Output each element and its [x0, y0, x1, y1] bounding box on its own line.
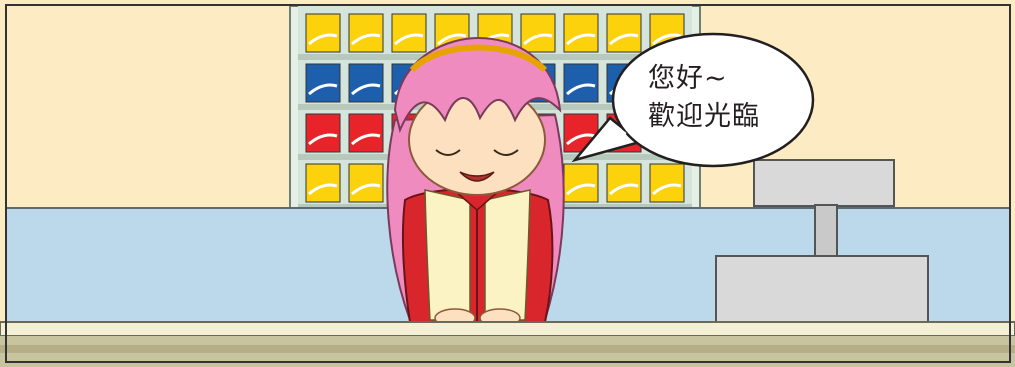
drink-carton — [305, 13, 341, 53]
cash-register — [715, 159, 929, 325]
drink-carton — [606, 13, 642, 53]
drink-carton — [305, 113, 341, 153]
drink-carton — [649, 163, 685, 203]
carton-stripe — [523, 33, 553, 46]
speech-bubble — [571, 32, 815, 168]
carton-stripe — [609, 33, 639, 46]
drink-carton — [391, 13, 427, 53]
carton-stripe — [351, 33, 381, 46]
drink-carton — [305, 163, 341, 203]
drink-carton — [305, 63, 341, 103]
clerk-character — [386, 36, 565, 328]
drink-carton — [520, 13, 556, 53]
carton-stripe — [308, 133, 338, 146]
carton-stripe — [308, 33, 338, 46]
carton-stripe — [351, 183, 381, 196]
speech-bubble-text: 您好~ 歡迎光臨 — [648, 60, 798, 136]
drink-carton — [606, 163, 642, 203]
greeting-line-2: 歡迎光臨 — [648, 101, 760, 132]
drink-carton — [563, 63, 599, 103]
carton-stripe — [652, 33, 682, 46]
greeting-line-1: 您好~ — [648, 63, 728, 94]
panel-border — [5, 4, 1011, 363]
drink-carton — [348, 113, 384, 153]
drink-carton — [348, 13, 384, 53]
carton-stripe — [652, 183, 682, 196]
carton-stripe — [308, 83, 338, 96]
carton-stripe — [394, 33, 424, 46]
drink-carton — [563, 163, 599, 203]
carton-stripe — [437, 33, 467, 46]
carton-stripe — [609, 183, 639, 196]
carton-stripe — [351, 83, 381, 96]
drink-carton — [348, 163, 384, 203]
drink-carton — [563, 13, 599, 53]
carton-stripe — [351, 133, 381, 146]
counter-top — [0, 321, 1015, 367]
carton-stripe — [566, 33, 596, 46]
carton-stripe — [308, 183, 338, 196]
drink-carton — [348, 63, 384, 103]
carton-stripe — [566, 83, 596, 96]
carton-stripe — [566, 183, 596, 196]
carton-stripe — [566, 133, 596, 146]
